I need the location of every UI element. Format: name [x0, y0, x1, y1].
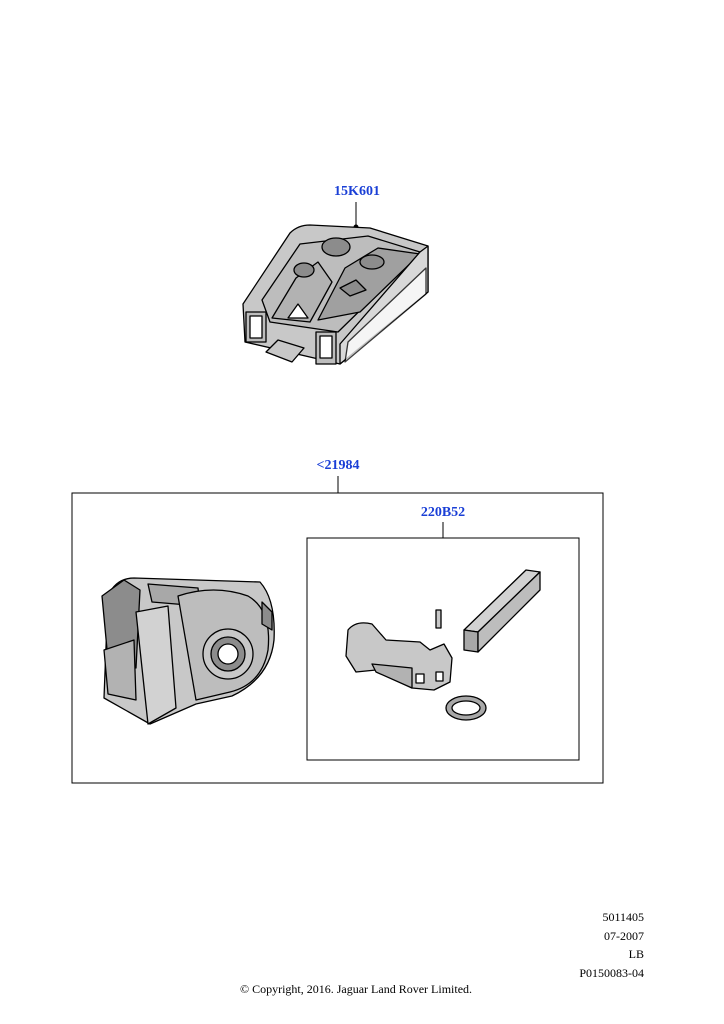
callout-lock-barrel-kit: 220B52	[420, 505, 466, 520]
copyright-notice: © Copyright, 2016. Jaguar Land Rover Lim…	[239, 982, 473, 996]
callout-ignition-kit: <21984	[316, 458, 360, 473]
key-fob-leader	[353, 202, 359, 230]
drawing-number: 5011405	[602, 910, 644, 924]
illustration-id: P0150083-04	[579, 965, 644, 980]
drawing-date: 07-2007	[604, 928, 644, 943]
key-fob-drawing	[242, 224, 429, 365]
ignition-kit-frame	[71, 476, 604, 784]
callout-key-fob: 15K601	[334, 184, 380, 199]
drawing-region: LB	[628, 947, 644, 961]
ignition-housing-drawing	[101, 577, 275, 725]
lock-barrel-kit-frame	[306, 522, 580, 761]
lock-barrel-parts-drawing	[345, 569, 541, 721]
drawing-info: 5011405 07-2007 LB P0150083-04	[579, 908, 644, 982]
